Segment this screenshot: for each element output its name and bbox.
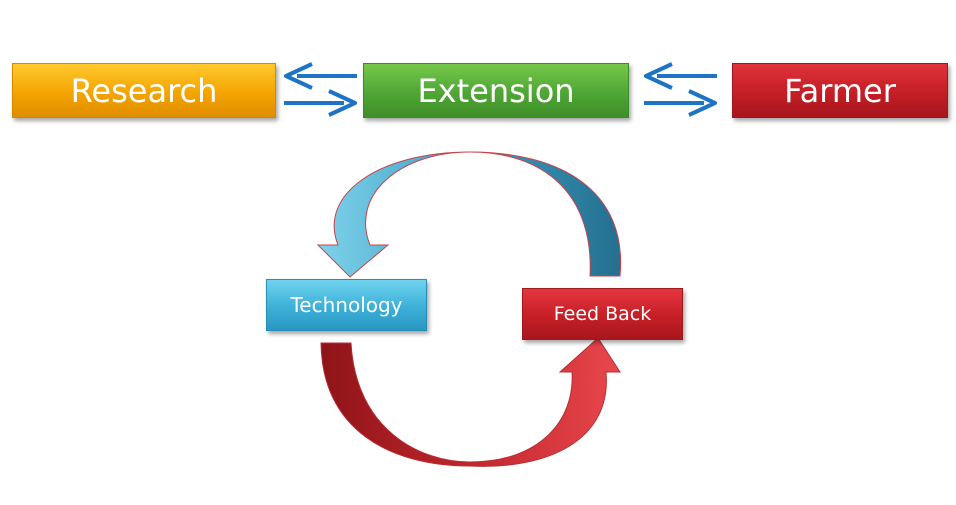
extension-label: Extension: [417, 71, 575, 110]
technology-label: Technology: [290, 293, 403, 317]
arrow-extension-to-research: [284, 62, 357, 90]
research-label: Research: [70, 71, 218, 110]
feedback-label: Feed Back: [553, 303, 652, 325]
technology-box: Technology: [266, 279, 427, 331]
arrow-extension-to-farmer: [644, 89, 717, 117]
cycle-arrow-technology-to-feedback: [320, 337, 621, 467]
farmer-box: Farmer: [732, 63, 948, 118]
cycle-arrow-feedback-to-technology: [316, 151, 622, 278]
research-box: Research: [12, 63, 276, 118]
arrow-research-to-extension: [284, 89, 357, 117]
feedback-box: Feed Back: [522, 288, 683, 340]
farmer-label: Farmer: [784, 71, 896, 110]
arrow-farmer-to-extension: [644, 62, 717, 90]
extension-box: Extension: [363, 63, 629, 118]
